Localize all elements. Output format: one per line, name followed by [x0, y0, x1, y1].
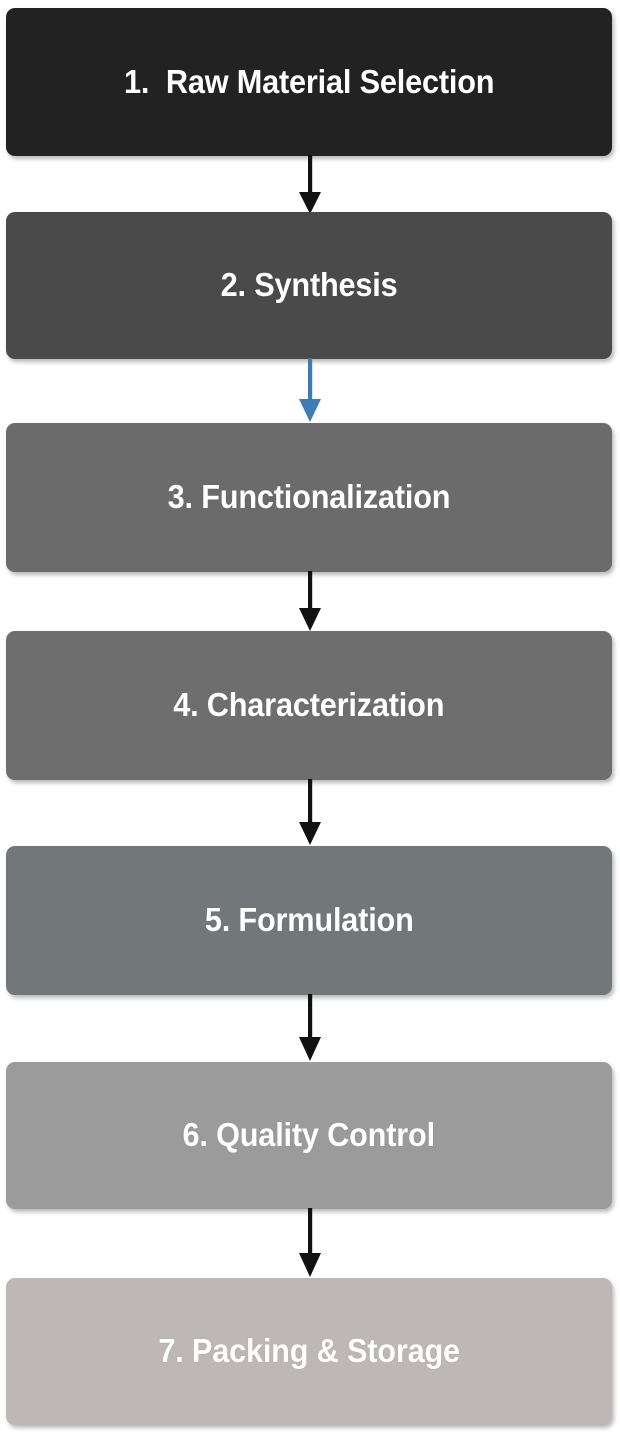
flowchart-node-label: 2. Synthesis [220, 266, 398, 304]
flowchart-node-step-2[interactable]: 2. Synthesis [6, 212, 612, 359]
flowchart-edge-2-3-arrow-icon [296, 358, 324, 424]
flowchart-node-label: 4. Characterization [173, 686, 445, 724]
flowchart-edge-5-6-arrow-icon [296, 994, 324, 1063]
flowchart-node-step-5[interactable]: 5. Formulation [6, 846, 612, 995]
flowchart-edge-6-7-arrow-icon [296, 1208, 324, 1279]
flowchart-node-label: 5. Formulation [204, 901, 414, 939]
flowchart-node-label: 1. Raw Material Selection [123, 62, 495, 100]
flowchart-node-label: 6. Quality Control [182, 1116, 436, 1154]
flowchart-edge-4-5-arrow-icon [296, 779, 324, 847]
flowchart-node-step-3[interactable]: 3. Functionalization [6, 423, 612, 572]
flowchart-node-step-4[interactable]: 4. Characterization [6, 631, 612, 780]
flowchart-node-step-1[interactable]: 1. Raw Material Selection [6, 8, 612, 156]
flowchart-node-label: 3. Functionalization [167, 478, 451, 516]
flowchart-node-label: 7. Packing & Storage [158, 1332, 460, 1370]
flowchart-node-step-7[interactable]: 7. Packing & Storage [6, 1278, 612, 1425]
flowchart-node-step-6[interactable]: 6. Quality Control [6, 1062, 612, 1209]
flowchart-edge-1-2-arrow-icon [296, 155, 324, 215]
flowchart-edge-3-4-arrow-icon [296, 571, 324, 632]
